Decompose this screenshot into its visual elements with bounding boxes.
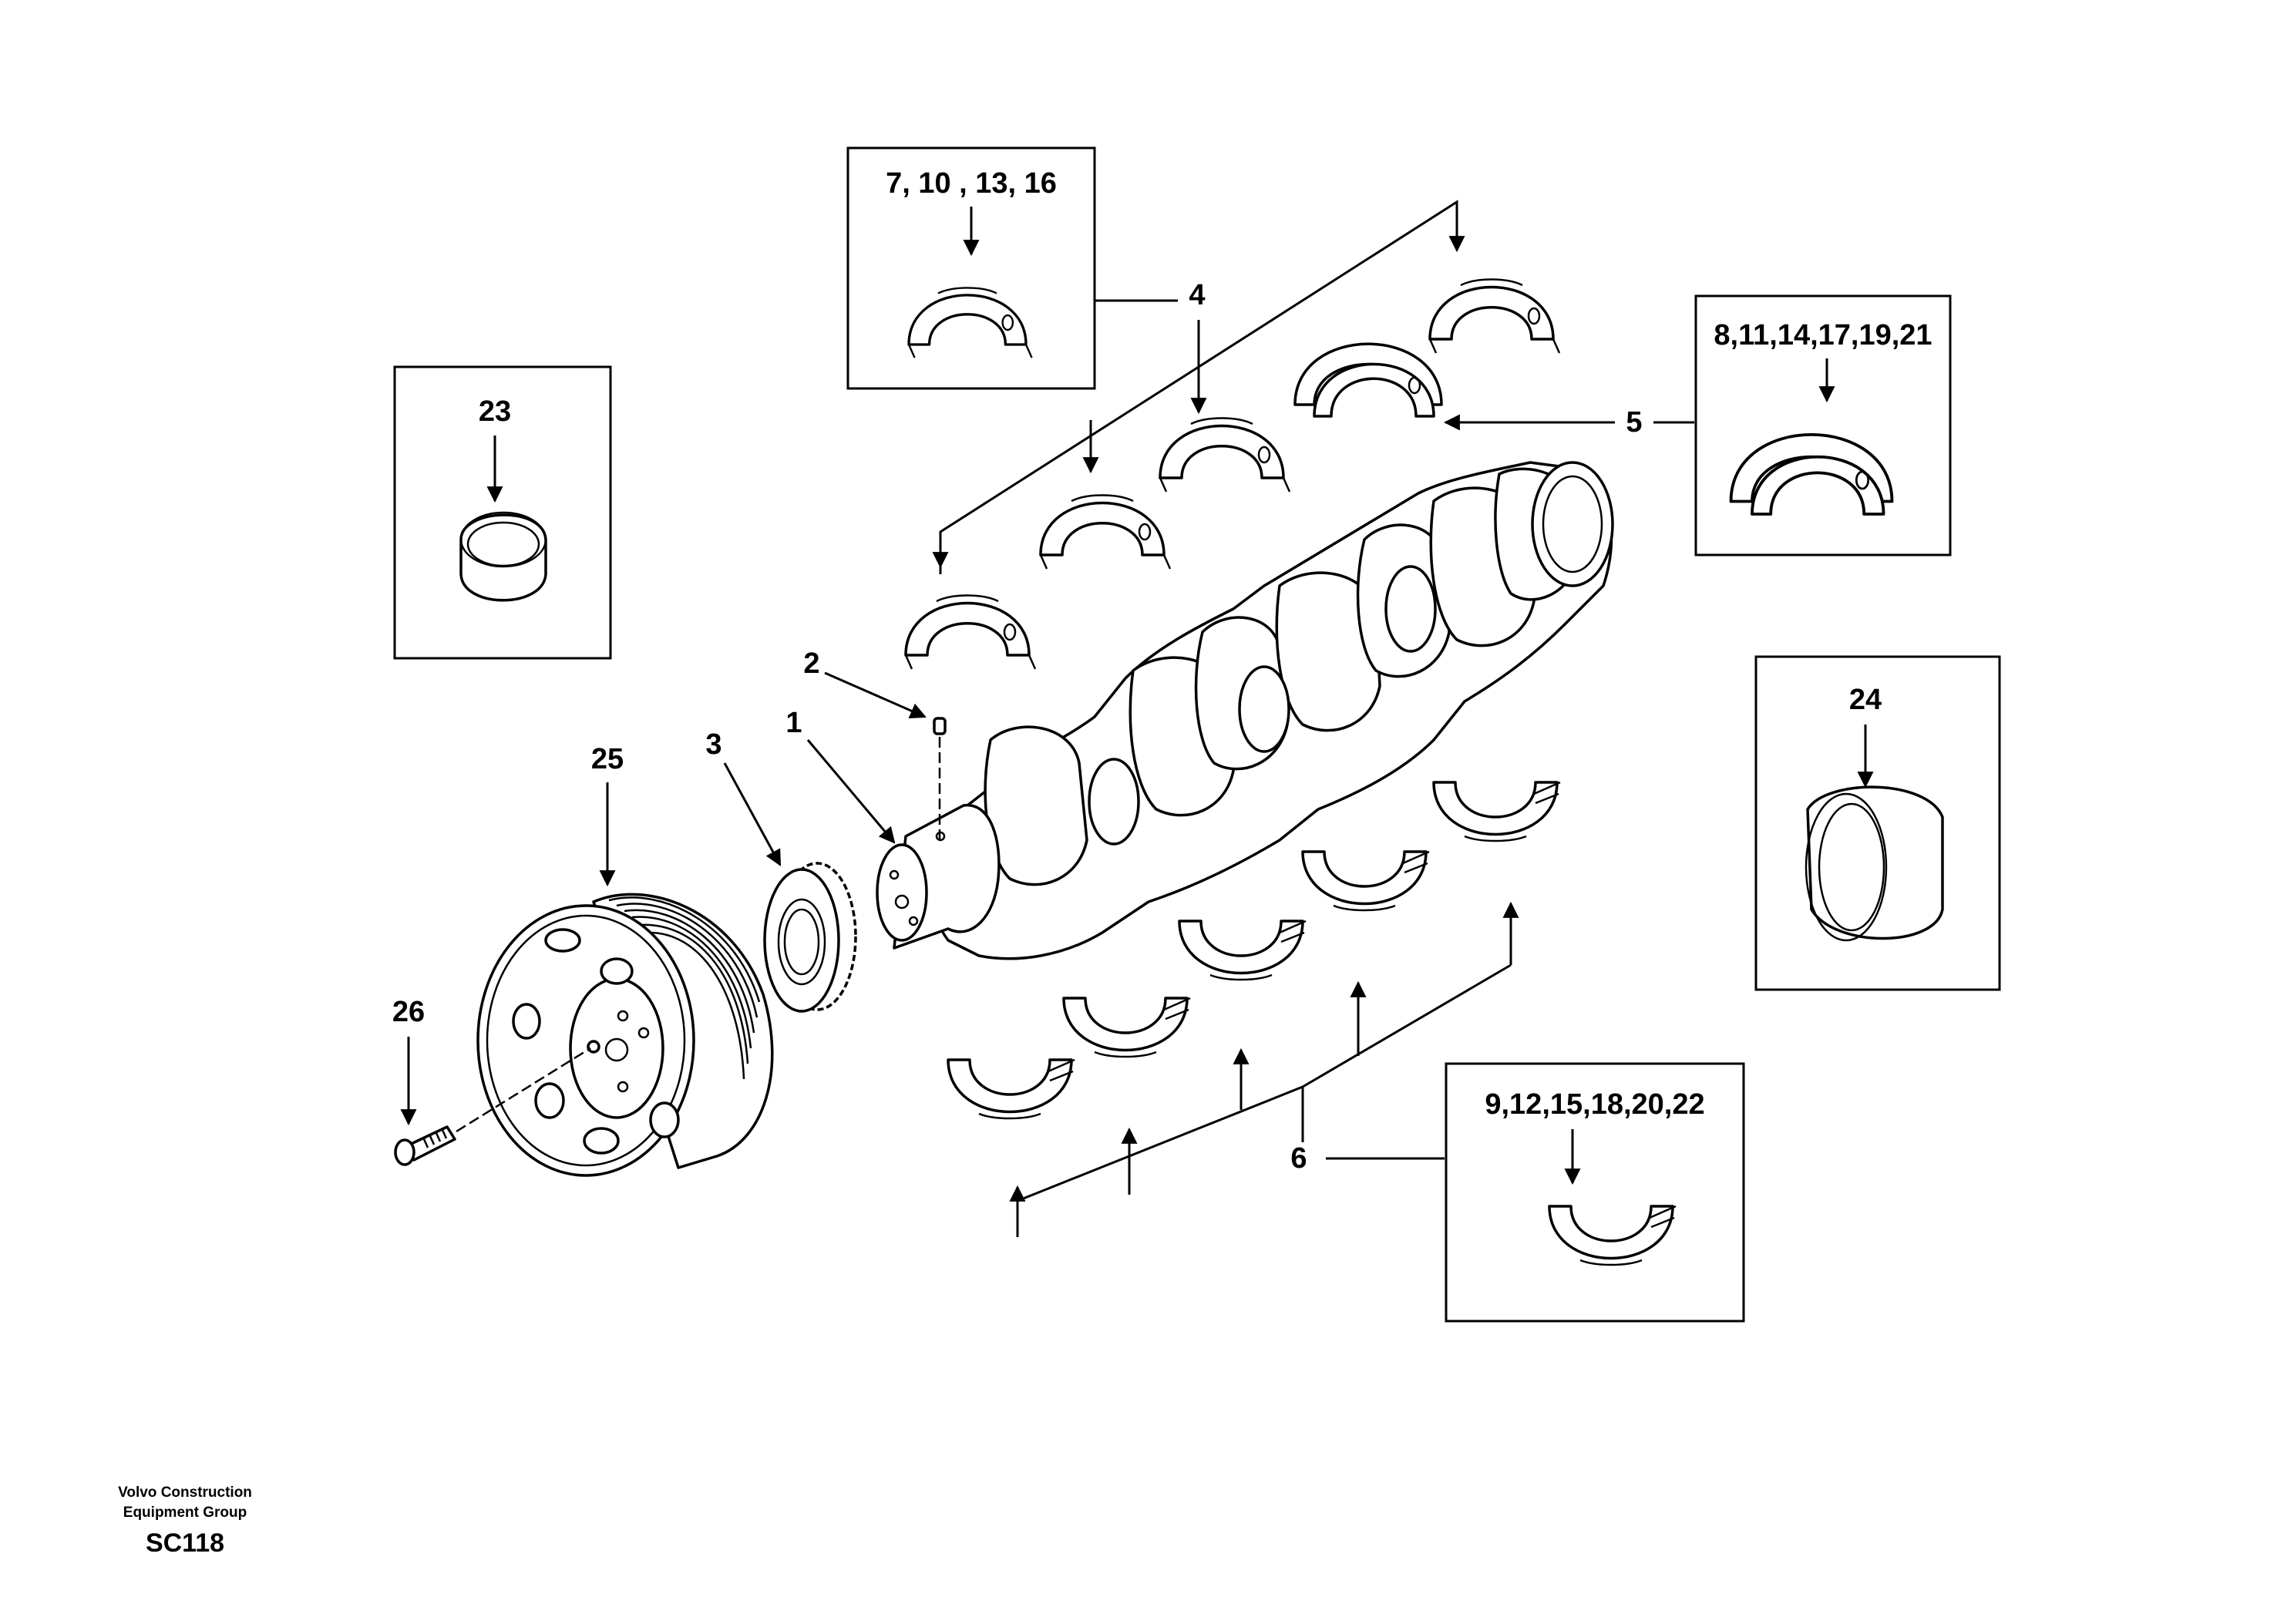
- sleeve-24-detail: [1805, 785, 1944, 942]
- inset-box-thrust-bearing: [1694, 294, 1952, 556]
- inset-label-upper-bearing: 7, 10 , 13, 16: [886, 167, 1057, 200]
- dowel-pin-2: [933, 717, 947, 840]
- crankshaft-pulley-25: [476, 893, 774, 1177]
- footer-drawing-code: SC118: [146, 1528, 224, 1558]
- upper-bearing-4: [1428, 277, 1561, 355]
- inset-box-upper-bearing: [846, 146, 1096, 390]
- callout-6: 6: [1290, 1142, 1307, 1175]
- footer-brand-line-2: Equipment Group: [123, 1505, 247, 1521]
- lower-bearing-2: [1062, 997, 1192, 1058]
- thrust-bearing-5: [1293, 342, 1443, 418]
- inset-label-sleeve-rear: 24: [1849, 684, 1882, 716]
- thrust-bearing-shell-detail: [1729, 432, 1894, 516]
- callout-1: 1: [785, 707, 802, 739]
- callout-25: 25: [591, 743, 624, 775]
- inset-label-lower-bearing: 9,12,15,18,20,22: [1485, 1088, 1704, 1121]
- upper-bearing-3: [1159, 416, 1291, 493]
- sleeve-23-detail: [459, 511, 547, 602]
- callout-3: 3: [705, 728, 722, 761]
- inset-box-sleeve-rear: [1754, 655, 2001, 991]
- crankshaft: [876, 461, 1614, 960]
- upper-bearing-shell-detail: [907, 286, 1034, 359]
- lower-bearing-1: [947, 1058, 1076, 1120]
- callout-4: 4: [1189, 279, 1205, 311]
- inset-box-sleeve-front: [393, 365, 612, 660]
- inset-label-sleeve-front: 23: [479, 395, 511, 428]
- lower-bearing-shell-detail: [1548, 1205, 1677, 1266]
- callout-5: 5: [1626, 406, 1642, 439]
- lower-bearing-4: [1301, 850, 1431, 912]
- footer-brand-line-1: Volvo Construction: [118, 1484, 252, 1501]
- inset-box-lower-bearing: [1445, 1062, 1745, 1323]
- bolt-26: [394, 1047, 591, 1166]
- lower-bearing-5: [1432, 781, 1562, 842]
- lower-bearing-3: [1178, 920, 1307, 981]
- upper-bearing-1: [904, 593, 1037, 671]
- callout-2: 2: [803, 647, 819, 680]
- crankshaft-gear-3: [763, 862, 857, 1013]
- inset-label-thrust-bearing: 8,11,14,17,19,21: [1714, 319, 1932, 351]
- upper-bearing-2: [1039, 493, 1172, 570]
- callout-26: 26: [392, 996, 425, 1028]
